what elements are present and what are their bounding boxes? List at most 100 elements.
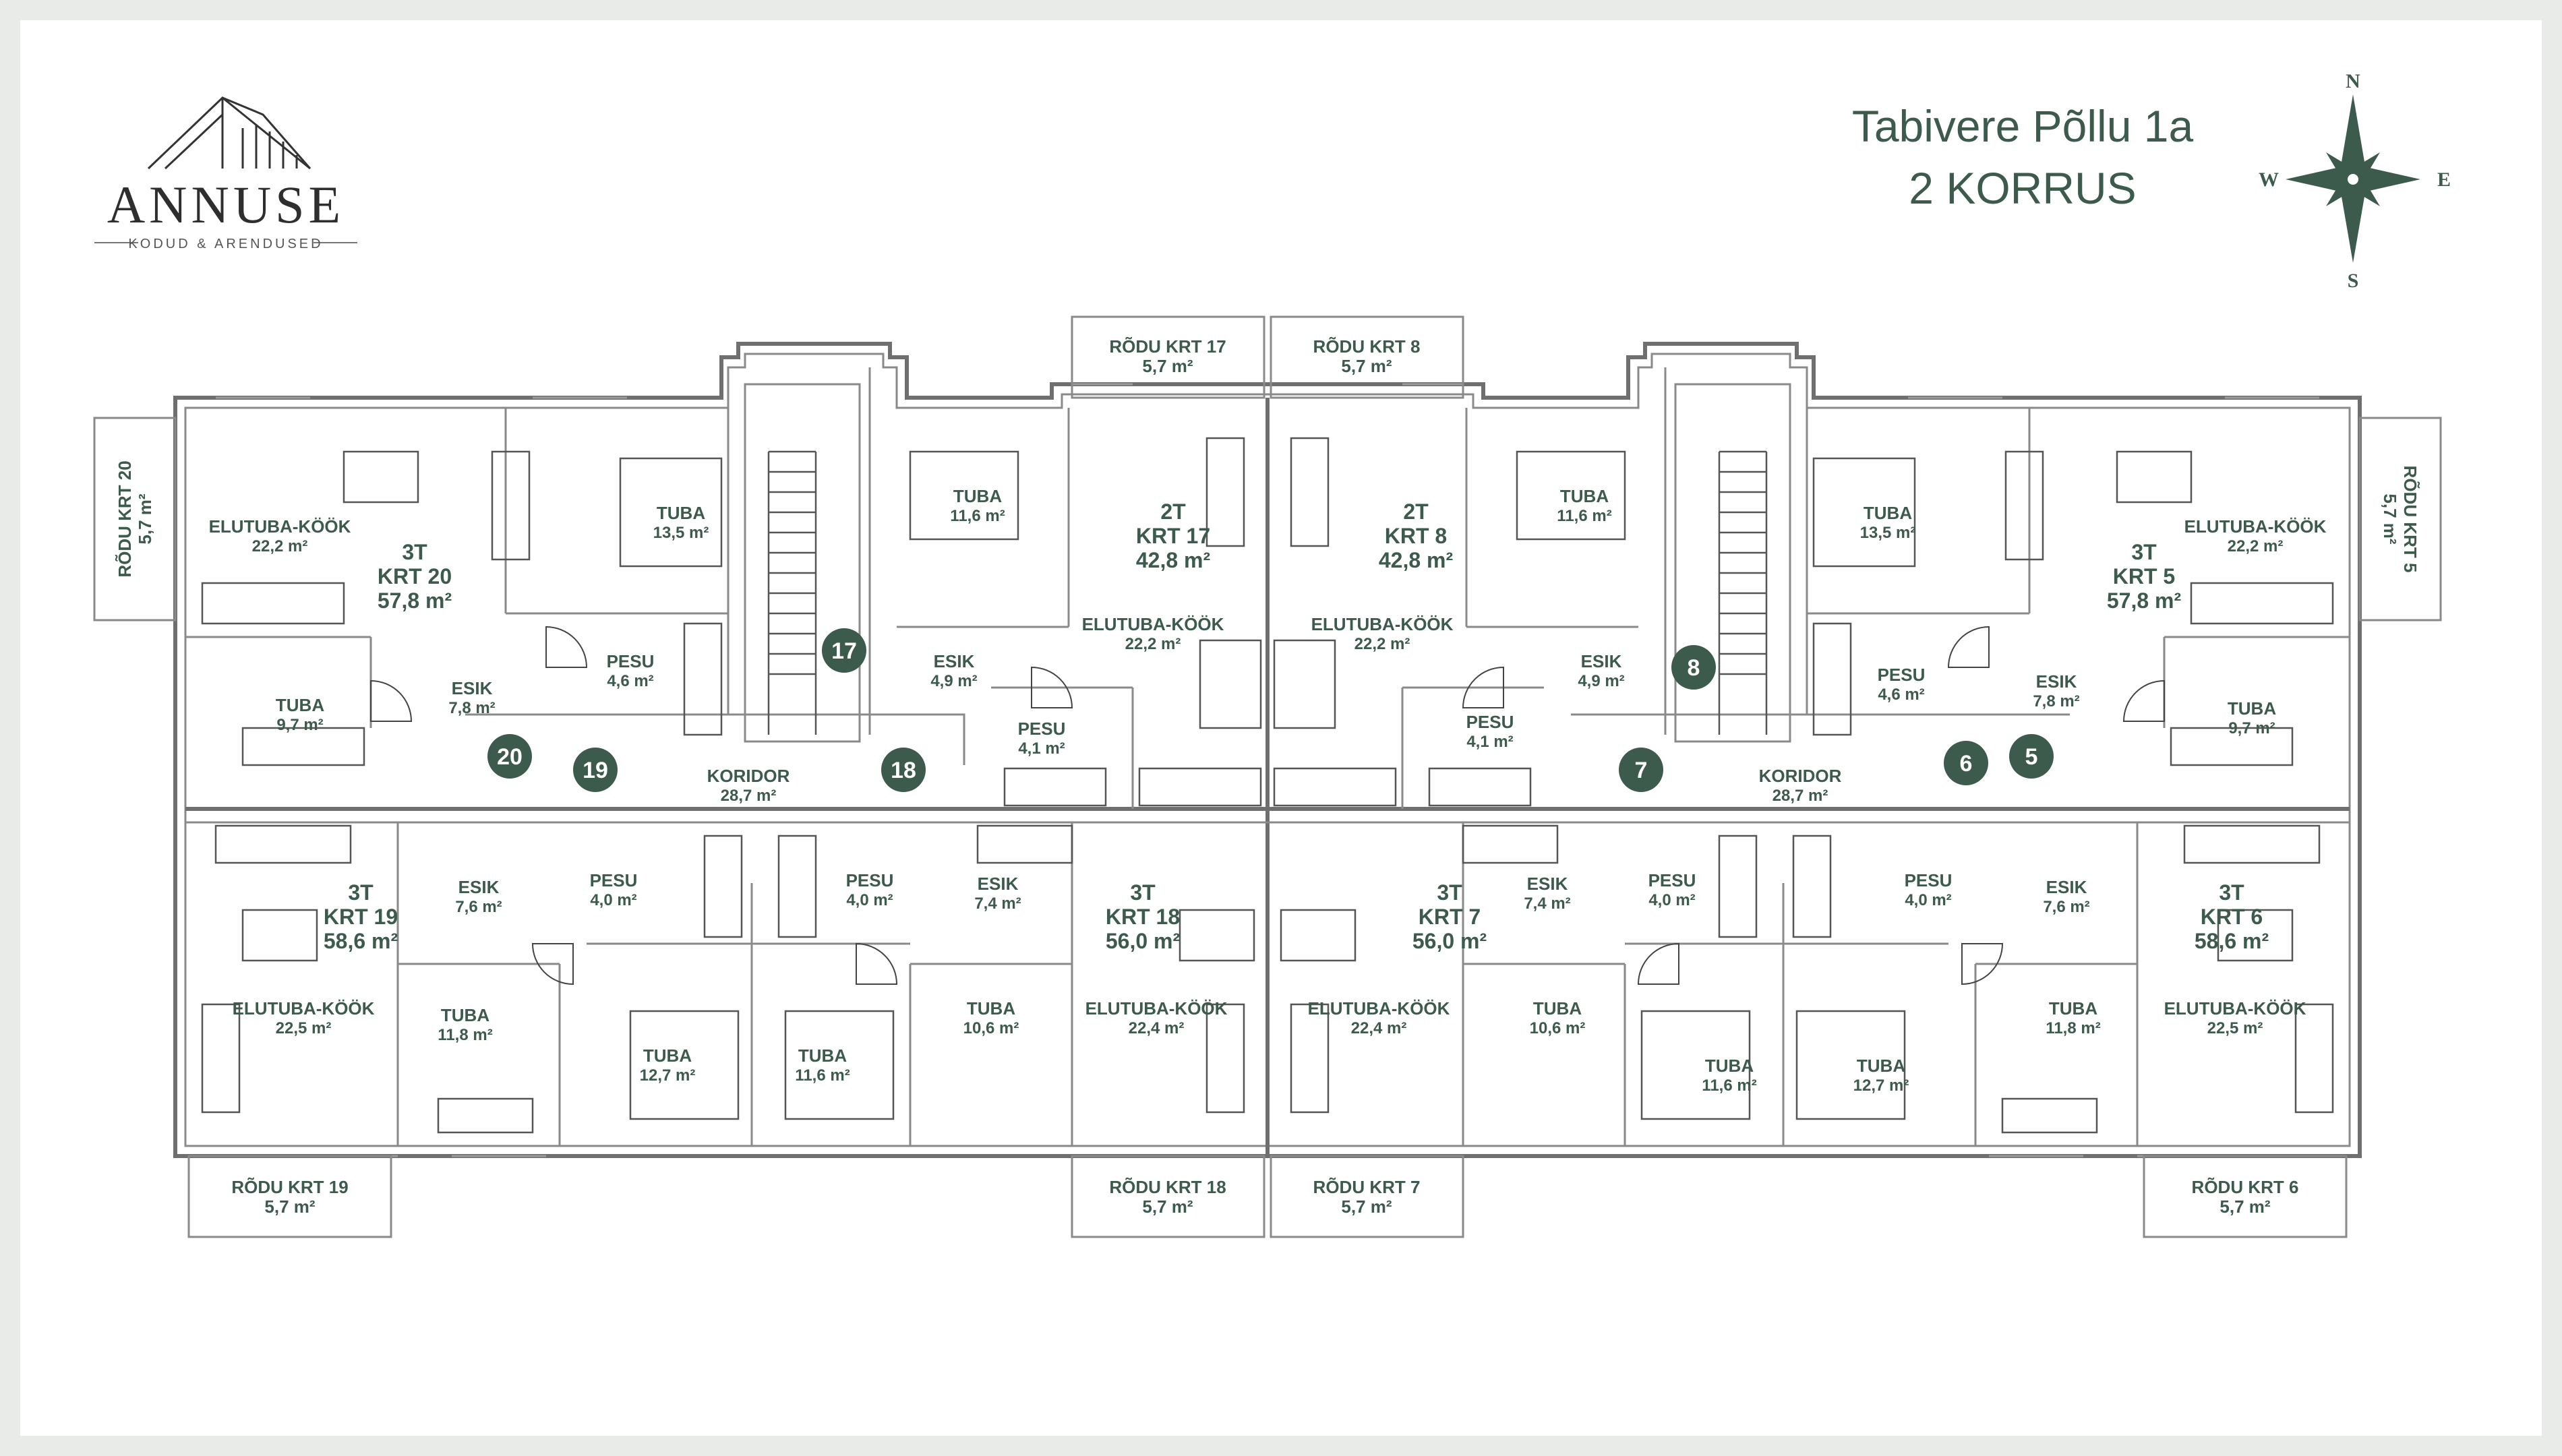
room-area: 4,6 m² — [1878, 686, 1924, 704]
room-label: TUBA — [1705, 1056, 1754, 1076]
room-label: TUBA — [2049, 998, 2097, 1019]
svg-text:3T: 3T — [1130, 880, 1156, 905]
svg-text:42,8 m²: 42,8 m² — [1379, 548, 1453, 572]
stairs-right-icon — [1718, 450, 1768, 735]
room-label: TUBA — [1864, 503, 1912, 523]
svg-text:57,8 m²: 57,8 m² — [378, 588, 452, 613]
balcony-label: RÕDU KRT 7 — [1313, 1177, 1421, 1197]
svg-text:3T: 3T — [402, 540, 427, 564]
corridor-label: KORIDOR — [707, 766, 790, 786]
room-label: ESIK — [1527, 874, 1568, 894]
compass-east: E — [2437, 169, 2451, 191]
room-label: ELUTUBA-KÖÖK — [1085, 998, 1228, 1019]
apartment-krt17[interactable]: 2T KRT 17 42,8 m² — [1136, 499, 1210, 572]
apartment-krt18[interactable]: 3T KRT 18 56,0 m² — [1106, 880, 1180, 953]
room-area: 4,1 m² — [1018, 739, 1065, 758]
balcony-label: RÕDU KRT 18 — [1109, 1177, 1226, 1197]
svg-text:KRT 19: KRT 19 — [324, 905, 398, 929]
room-label: ESIK — [1581, 651, 1622, 671]
svg-text:7: 7 — [1635, 758, 1648, 783]
room-area: 7,4 m² — [974, 894, 1021, 913]
apartment-krt20[interactable]: 3T KRT 20 57,8 m² — [378, 540, 452, 613]
svg-text:KRT 5: KRT 5 — [2113, 564, 2175, 588]
room-label: TUBA — [276, 695, 324, 715]
room-label: ESIK — [934, 651, 975, 671]
room-area: 11,6 m² — [795, 1066, 850, 1085]
room-label: ELUTUBA-KÖÖK — [1308, 998, 1450, 1019]
entrance-marker-7[interactable]: 7 — [1619, 748, 1663, 792]
svg-text:56,0 m²: 56,0 m² — [1106, 929, 1180, 953]
svg-text:56,0 m²: 56,0 m² — [1412, 929, 1487, 953]
room-label: TUBA — [643, 1045, 692, 1066]
stairs-left-icon — [767, 450, 817, 735]
room-label: ESIK — [2046, 877, 2087, 897]
room-label: ESIK — [2036, 671, 2077, 692]
room-area: 4,0 m² — [846, 891, 893, 909]
svg-text:18: 18 — [891, 758, 916, 783]
balcony-label: RÕDU KRT 8 — [1313, 336, 1421, 357]
entrance-marker-5[interactable]: 5 — [2009, 734, 2054, 779]
room-area: 22,2 m² — [1125, 635, 1181, 653]
compass-south: S — [2348, 270, 2359, 292]
apartment-labels: 3T KRT 20 57,8 m² 2T KRT 17 42,8 m² 2T K… — [324, 499, 2269, 953]
entrance-marker-17[interactable]: 17 — [822, 628, 866, 673]
balcony-label: RÕDU KRT 20 — [115, 460, 135, 577]
room-label: TUBA — [1857, 1056, 1905, 1076]
svg-text:17: 17 — [831, 638, 857, 664]
brand-tagline: KODUD & ARENDUSED — [128, 237, 323, 251]
room-area: 4,9 m² — [1578, 672, 1624, 690]
compass-rose-icon — [2286, 94, 2420, 263]
room-area: 22,2 m² — [1354, 635, 1410, 653]
svg-text:58,6 m²: 58,6 m² — [2195, 929, 2269, 953]
svg-text:3T: 3T — [2131, 540, 2157, 564]
room-label: ESIK — [458, 877, 500, 897]
svg-text:KRT 6: KRT 6 — [2201, 905, 2263, 929]
apartment-krt6[interactable]: 3T KRT 6 58,6 m² — [2195, 880, 2269, 953]
room-label: ELUTUBA-KÖÖK — [209, 516, 351, 537]
room-area: 7,6 m² — [2043, 898, 2089, 916]
apartment-krt7[interactable]: 3T KRT 7 56,0 m² — [1412, 880, 1487, 953]
entrance-marker-18[interactable]: 18 — [881, 748, 926, 792]
balcony-area: 5,7 m² — [264, 1196, 315, 1217]
compass-west: W — [2259, 169, 2279, 191]
entrance-marker-19[interactable]: 19 — [573, 748, 618, 792]
room-area: 22,5 m² — [2207, 1019, 2263, 1037]
room-label: TUBA — [1560, 486, 1609, 506]
room-label: PESU — [590, 870, 638, 890]
room-label: TUBA — [657, 503, 705, 523]
room-area: 22,5 m² — [276, 1019, 332, 1037]
compass-north: N — [2346, 70, 2360, 92]
balcony-label: RÕDU KRT 19 — [231, 1177, 348, 1197]
room-area: 22,2 m² — [252, 537, 308, 555]
room-area: 4,1 m² — [1466, 733, 1513, 751]
corridor-area: 28,7 m² — [1772, 787, 1828, 805]
apartment-krt5[interactable]: 3T KRT 5 57,8 m² — [2107, 540, 2181, 613]
room-area: 13,5 m² — [653, 524, 709, 542]
svg-text:5: 5 — [2025, 744, 2038, 770]
room-area: 10,6 m² — [963, 1019, 1019, 1037]
entrance-marker-8[interactable]: 8 — [1671, 645, 1716, 690]
apartment-krt8[interactable]: 2T KRT 8 42,8 m² — [1379, 499, 1453, 572]
room-label: TUBA — [798, 1045, 847, 1066]
room-area: 11,6 m² — [1702, 1076, 1756, 1095]
entrance-marker-6[interactable]: 6 — [1944, 741, 1988, 785]
room-label: ELUTUBA-KÖÖK — [2164, 998, 2306, 1019]
room-label: ELUTUBA-KÖÖK — [1082, 614, 1224, 634]
room-area: 9,7 m² — [276, 716, 323, 734]
room-label: TUBA — [1533, 998, 1582, 1019]
room-label: PESU — [1905, 870, 1953, 890]
entrance-marker-20[interactable]: 20 — [487, 734, 532, 779]
room-label: PESU — [1018, 719, 1066, 739]
room-area: 4,0 m² — [1648, 891, 1695, 909]
svg-text:2T: 2T — [1160, 499, 1186, 524]
room-labels: ELUTUBA-KÖÖK 22,2 m² TUBA 13,5 m² PESU 4… — [209, 486, 2327, 1095]
apartment-krt19[interactable]: 3T KRT 19 58,6 m² — [324, 880, 398, 953]
corridor-label: KORIDOR — [1759, 766, 1842, 786]
svg-text:42,8 m²: 42,8 m² — [1136, 548, 1210, 572]
room-label: PESU — [1878, 665, 1926, 685]
entrance-markers: 17 20 19 18 8 7 6 5 — [487, 628, 2054, 792]
svg-text:57,8 m²: 57,8 m² — [2107, 588, 2181, 613]
floor-plan: ANNUSE KODUD & ARENDUSED Tabivere Põllu … — [93, 70, 2451, 1238]
svg-text:3T: 3T — [2219, 880, 2244, 905]
svg-text:KRT 20: KRT 20 — [378, 564, 452, 588]
